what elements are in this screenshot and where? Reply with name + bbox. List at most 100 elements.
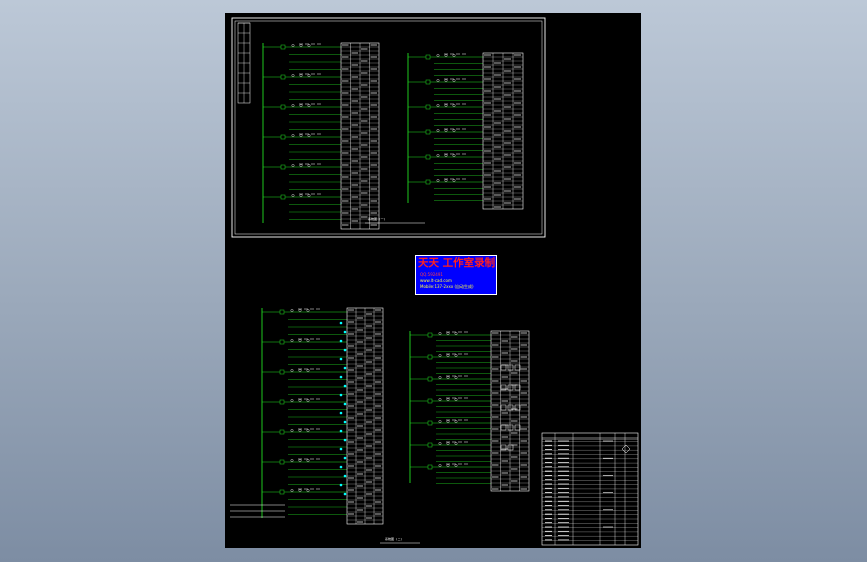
bottom-left-schedule-node [290,489,294,492]
top-left-schedule-node [291,164,295,167]
bottom-middle-schedule-node [454,464,458,467]
top-right-schedule-node [436,104,440,107]
bottom-left-schedule-node [306,459,310,462]
bottom-middle-marker [514,424,521,431]
top-left-schedule-node [299,44,303,47]
cyan-marker [339,411,343,415]
bottom-left-schedule-node [298,369,302,372]
bottom-left-schedule-node [306,429,310,432]
bottom-middle-schedule-breaker [427,442,433,448]
bottom-middle-schedule-node [446,376,450,379]
top-left-schedule-node [307,134,311,137]
bottom-middle-marker [507,364,514,371]
cyan-marker [339,465,343,469]
bottom-left-schedule-node [298,429,302,432]
bottom-middle-schedule-node [446,332,450,335]
bottom-middle-schedule-node [454,420,458,423]
bottom-middle-schedule-node [446,464,450,467]
bottom-middle-marker [514,404,521,411]
bottom-middle-marker [507,384,514,391]
bottom-middle-schedule-node [438,376,442,379]
bottom-middle-schedule-breaker [427,420,433,426]
top-left-schedule-breaker [280,134,286,140]
watermark-mobile: Mobile:137-2xxx (自动生成) [420,284,474,289]
cad-drawing-canvas [230,17,639,546]
top-left-schedule-node [307,104,311,107]
bottom-middle-schedule-node [438,354,442,357]
top-right-schedule-node [436,179,440,182]
bottom-middle-marker [500,444,507,451]
top-right-schedule-node [452,54,456,57]
top-left-schedule-node [291,134,295,137]
cyan-marker [343,384,347,388]
top-frame-outer [231,17,546,238]
bottom-left-schedule-node [306,339,310,342]
bottom-middle-schedule-node [438,464,442,467]
bottom-left-schedule-breaker [279,309,285,315]
cyan-marker [343,330,347,334]
bottom-left-schedule-node [290,339,294,342]
top-right-schedule-node [452,129,456,132]
bottom-middle-schedule-breaker [427,354,433,360]
bottom-left-schedule-node [298,399,302,402]
bottom-left-schedule-node [298,339,302,342]
cyan-marker [343,366,347,370]
cyan-marker [339,321,343,325]
top-right-schedule-breaker [425,179,431,185]
top-right-schedule-node [452,179,456,182]
cyan-marker [339,393,343,397]
bottom-middle-schedule-node [454,354,458,357]
top-left-schedule-node [299,164,303,167]
bottom-left-schedule-node [290,309,294,312]
bottom-left-schedule-node [298,309,302,312]
top-left-schedule-node [291,104,295,107]
top-right-schedule-node [436,54,440,57]
bottom-middle-marker [507,424,514,431]
cyan-marker [343,348,347,352]
top-left-schedule-node [299,194,303,197]
bottom-left-schedule-node [306,309,310,312]
top-right-schedule-node [444,104,448,107]
bottom-sheet-caption: 系统图 (二) [385,537,403,541]
top-left-schedule-breaker [280,74,286,80]
top-right-schedule-breaker [425,104,431,110]
cyan-marker [343,456,347,460]
cyan-marker [343,492,347,496]
bottom-middle-schedule-node [446,398,450,401]
bottom-middle-marker [507,404,514,411]
bottom-middle-schedule-node [438,398,442,401]
top-right-schedule-node [452,79,456,82]
watermark-website: www.lt-cad.com [420,278,452,283]
bottom-middle-marker [500,364,507,371]
bottom-left-schedule-breaker [279,399,285,405]
bottom-middle-schedule-breaker [427,332,433,338]
cyan-marker [339,447,343,451]
bottom-middle-schedule-node [438,442,442,445]
bottom-middle-schedule-node [438,332,442,335]
top-right-schedule-node [436,79,440,82]
bottom-middle-schedule-node [454,398,458,401]
top-left-schedule-node [307,74,311,77]
bottom-middle-schedule-node [454,332,458,335]
watermark-title: 天天 工作室录制 [418,257,496,269]
top-left-schedule-breaker [280,104,286,110]
top-left-schedule-node [291,44,295,47]
top-frame-inner [234,20,543,235]
bottom-middle-schedule-breaker [427,464,433,470]
bottom-left-schedule-breaker [279,339,285,345]
bottom-left-schedule-breaker [279,429,285,435]
cyan-marker [339,483,343,487]
drawing-sheet[interactable]: 天天 工作室录制 QQ:592491 www.lt-cad.com Mobile… [225,13,641,548]
top-left-schedule-node [291,74,295,77]
top-left-schedule-node [291,194,295,197]
bottom-left-schedule-node [290,399,294,402]
cyan-marker [339,339,343,343]
top-left-schedule-node [307,44,311,47]
bottom-left-schedule-node [298,489,302,492]
top-right-schedule-breaker [425,79,431,85]
top-right-schedule-node [436,154,440,157]
bottom-left-schedule-node [290,369,294,372]
top-left-schedule-node [299,104,303,107]
top-right-schedule-breaker [425,154,431,160]
